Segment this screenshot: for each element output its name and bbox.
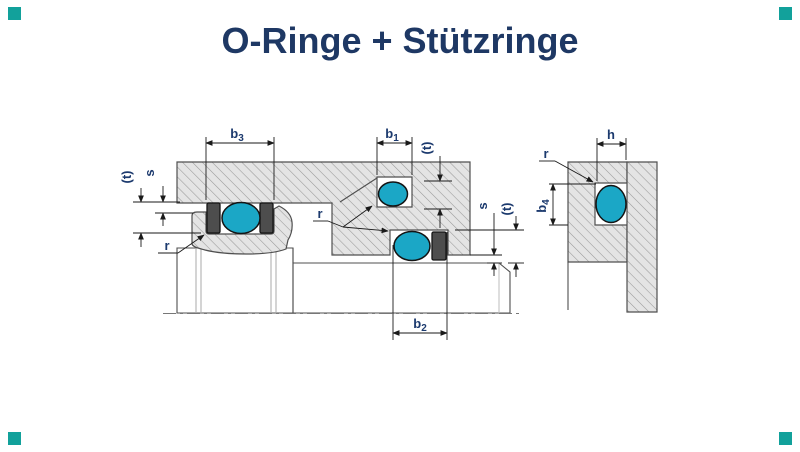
label-s-right: s (475, 202, 490, 209)
label-b3: b3 (230, 126, 244, 144)
dim-b4 (549, 183, 596, 226)
label-b4: b4 (534, 199, 552, 213)
dim-t-right (455, 216, 524, 277)
housing-block (176, 161, 471, 256)
dim-h (596, 138, 627, 181)
corner-handle-bottom-left[interactable] (8, 432, 21, 445)
dim-t-left (133, 188, 201, 247)
right-assembly (567, 161, 658, 313)
label-r-mid: r (317, 206, 322, 221)
label-h: h (607, 127, 615, 142)
label-s-left: s (142, 169, 157, 176)
leader-r-left (158, 234, 205, 254)
dim-s-right (470, 213, 502, 276)
corner-handle-top-right[interactable] (779, 7, 792, 20)
support-ring-b3-left (206, 202, 221, 234)
oring-b2 (393, 230, 431, 262)
oring-b1 (377, 181, 409, 207)
leader-r-mid (313, 205, 389, 234)
dim-b3 (205, 137, 275, 200)
housing-step-edge (339, 177, 378, 203)
label-t-right: (t) (499, 203, 514, 216)
label-b2: b2 (413, 316, 427, 334)
shaft (163, 247, 523, 314)
label-r-left: r (164, 238, 169, 253)
dimension-labels: b3 b1 b2 h (t) s (t) s (t) b4 r r r (119, 126, 615, 334)
corner-handle-top-left[interactable] (8, 7, 21, 20)
dim-s-left (155, 186, 193, 226)
support-ring-b3-right (259, 202, 274, 234)
dim-b1 (376, 137, 413, 175)
outer-wall (626, 161, 658, 313)
label-t-left: (t) (119, 171, 134, 184)
shaft-small-section (292, 262, 511, 314)
oring-b4 (595, 184, 627, 224)
left-assembly (176, 161, 471, 262)
label-r-right: r (543, 146, 548, 161)
dim-b2 (392, 232, 448, 340)
page-title: O-Ringe + Stützringe (221, 20, 579, 61)
label-b1: b1 (385, 126, 399, 144)
corner-handle-bottom-right[interactable] (779, 432, 792, 445)
support-ring-b2 (431, 231, 447, 261)
gland-piece (191, 205, 293, 255)
leader-r-right (539, 160, 594, 183)
dim-t-mid (424, 156, 452, 228)
label-t-mid: (t) (419, 142, 434, 155)
oring-b3 (221, 201, 261, 235)
